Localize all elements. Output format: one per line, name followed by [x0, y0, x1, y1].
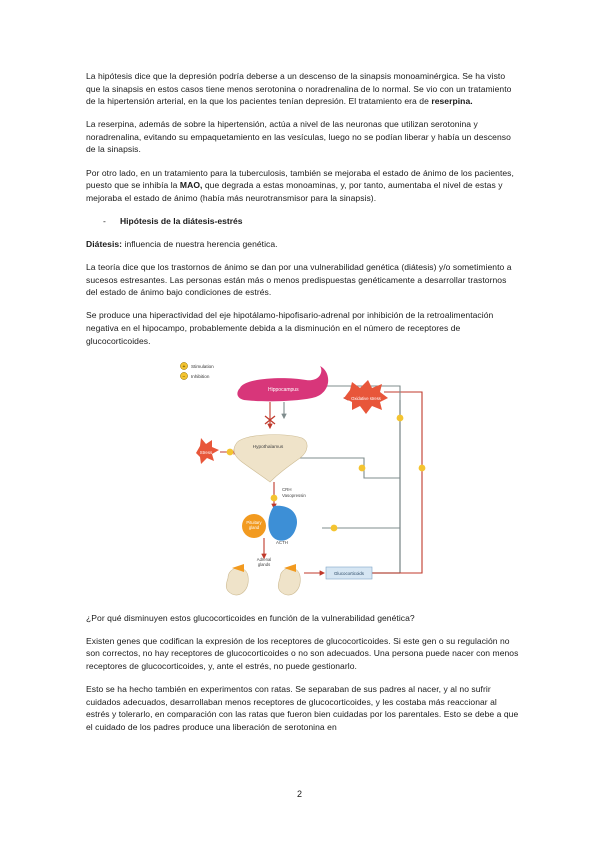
- pituitary-label-1: Pituitary: [246, 520, 262, 525]
- paragraph-rats: Esto se ha hecho también en experimentos…: [86, 683, 519, 732]
- hypothalamus-shape: [233, 433, 308, 482]
- plus-icon: [270, 494, 278, 501]
- paragraph-reserpina: La reserpina, además de sobre la hiperte…: [86, 119, 511, 155]
- svg-text:−: −: [183, 373, 186, 379]
- hypothalamus-label: Hypothalamus: [253, 444, 284, 450]
- bullet-diathesis-stress: - Hipótesis de la diátesis-estrés: [86, 215, 520, 228]
- stress-star: Stress: [196, 437, 219, 464]
- pituitary-label-2: gland: [249, 525, 260, 530]
- paragraph-monoamine-hypothesis: La hipótesis dice que la depresión podrí…: [86, 71, 512, 107]
- section-heading: Hipótesis de la diátesis-estrés: [120, 215, 243, 226]
- vasopressin-label: Vasopressin: [282, 493, 306, 498]
- bold-reserpina: reserpina.: [431, 96, 473, 107]
- plus-icon: [418, 464, 426, 471]
- svg-text:Stress: Stress: [200, 450, 213, 455]
- inhibition-markers: [226, 414, 426, 531]
- paragraph-genes: Existen genes que codifican la expresión…: [86, 635, 519, 671]
- oxidative-feedback-line: [372, 391, 423, 574]
- bold-diatesis: Diátesis:: [86, 238, 123, 249]
- adrenal-label-1: Adrenal: [257, 557, 272, 562]
- glucocorticoids-label: Glucocorticoids: [334, 571, 365, 576]
- pituitary-gland-shape: [242, 513, 266, 538]
- acth-label: ACTH: [276, 540, 288, 545]
- hpa-axis-figure: + Stimulation − Inhibition: [86, 358, 520, 604]
- hippocampus-label: Hippocampus: [268, 387, 299, 393]
- blocked-feedback-icon: [264, 415, 276, 425]
- oxidative-stress-star: Oxidative stress: [344, 379, 388, 414]
- legend-plus-icon: [180, 361, 188, 370]
- paragraph-diathesis-definition: Diátesis: influencia de nuestra herencia…: [86, 238, 278, 249]
- minus-icon: [358, 464, 366, 471]
- svg-text:+: +: [183, 363, 186, 369]
- legend: + Stimulation − Inhibition: [180, 361, 214, 380]
- feedback-line-hypothalamus: [296, 457, 400, 479]
- paragraph-mao: Por otro lado, en un tratamiento para la…: [86, 167, 514, 203]
- minus-icon: [396, 414, 404, 421]
- legend-minus-icon: [180, 371, 188, 380]
- minus-icon: [330, 524, 338, 531]
- feedback-line-hippocampus: [302, 385, 401, 400]
- plus-icon: [226, 448, 234, 455]
- legend-stimulation: Stimulation: [191, 364, 214, 369]
- paragraph-question: ¿Por qué disminuyen estos glucocorticoid…: [86, 612, 415, 623]
- hpa-axis-diagram: + Stimulation − Inhibition: [180, 361, 426, 595]
- page-number: 2: [296, 789, 302, 799]
- paragraph-theory: La teoría dice que los trastornos de áni…: [86, 262, 512, 298]
- svg-text:Oxidative stress: Oxidative stress: [351, 396, 381, 401]
- crh-label: CRH: [282, 487, 292, 492]
- document-page: La hipótesis dice que la depresión podrí…: [86, 70, 520, 744]
- bullet-dash: -: [103, 215, 106, 226]
- adrenal-glands: [225, 563, 301, 595]
- pituitary-posterior-shape: [268, 505, 298, 541]
- bold-mao: MAO,: [179, 180, 203, 191]
- adrenal-label-2: glands: [258, 562, 270, 567]
- legend-inhibition: Inhibition: [191, 374, 210, 379]
- glucocorticoids-box: [325, 566, 373, 579]
- paragraph-hpa-axis: Se produce una hiperactividad del eje hi…: [86, 310, 494, 346]
- hippocampus-shape: [237, 365, 329, 401]
